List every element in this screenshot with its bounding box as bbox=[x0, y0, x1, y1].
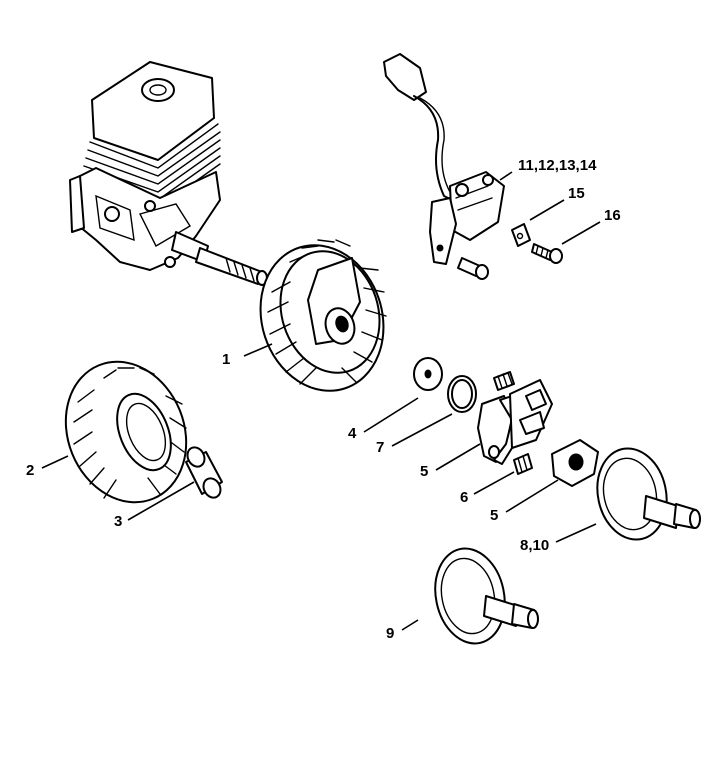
screw-part-16 bbox=[531, 243, 563, 264]
plate-part-15 bbox=[511, 223, 531, 247]
flywheel-part-1 bbox=[259, 239, 387, 392]
washer-part-4 bbox=[413, 357, 443, 391]
callout-11-14: 11,12,13,14 bbox=[518, 157, 597, 174]
leader-lines bbox=[41, 171, 601, 631]
engine-cylinder-assembly bbox=[69, 61, 268, 286]
ring-part-7 bbox=[447, 375, 477, 413]
clutch-shoe-part-5-upper bbox=[477, 379, 553, 465]
carrier-part-5-lower bbox=[551, 439, 599, 487]
callout-9: 9 bbox=[386, 625, 394, 642]
callout-6: 6 bbox=[460, 489, 468, 506]
sleeve-part-3 bbox=[185, 446, 223, 499]
callout-4: 4 bbox=[348, 425, 357, 442]
callout-15: 15 bbox=[568, 185, 585, 202]
callout-5-upper: 5 bbox=[420, 463, 428, 480]
callout-3: 3 bbox=[114, 513, 122, 530]
callout-5-lower: 5 bbox=[490, 507, 498, 524]
callout-8-10: 8,10 bbox=[520, 537, 549, 554]
clutch-drum-parts-8-10 bbox=[596, 447, 701, 541]
fan-wheel-part-2 bbox=[64, 360, 188, 504]
ignition-module-parts-11-14 bbox=[383, 53, 505, 280]
callout-16: 16 bbox=[604, 207, 621, 224]
spring-part-6 bbox=[493, 371, 533, 475]
callout-7: 7 bbox=[376, 439, 384, 456]
callout-2: 2 bbox=[26, 462, 34, 479]
clutch-drum-part-9 bbox=[434, 547, 539, 645]
callout-1: 1 bbox=[222, 351, 230, 368]
